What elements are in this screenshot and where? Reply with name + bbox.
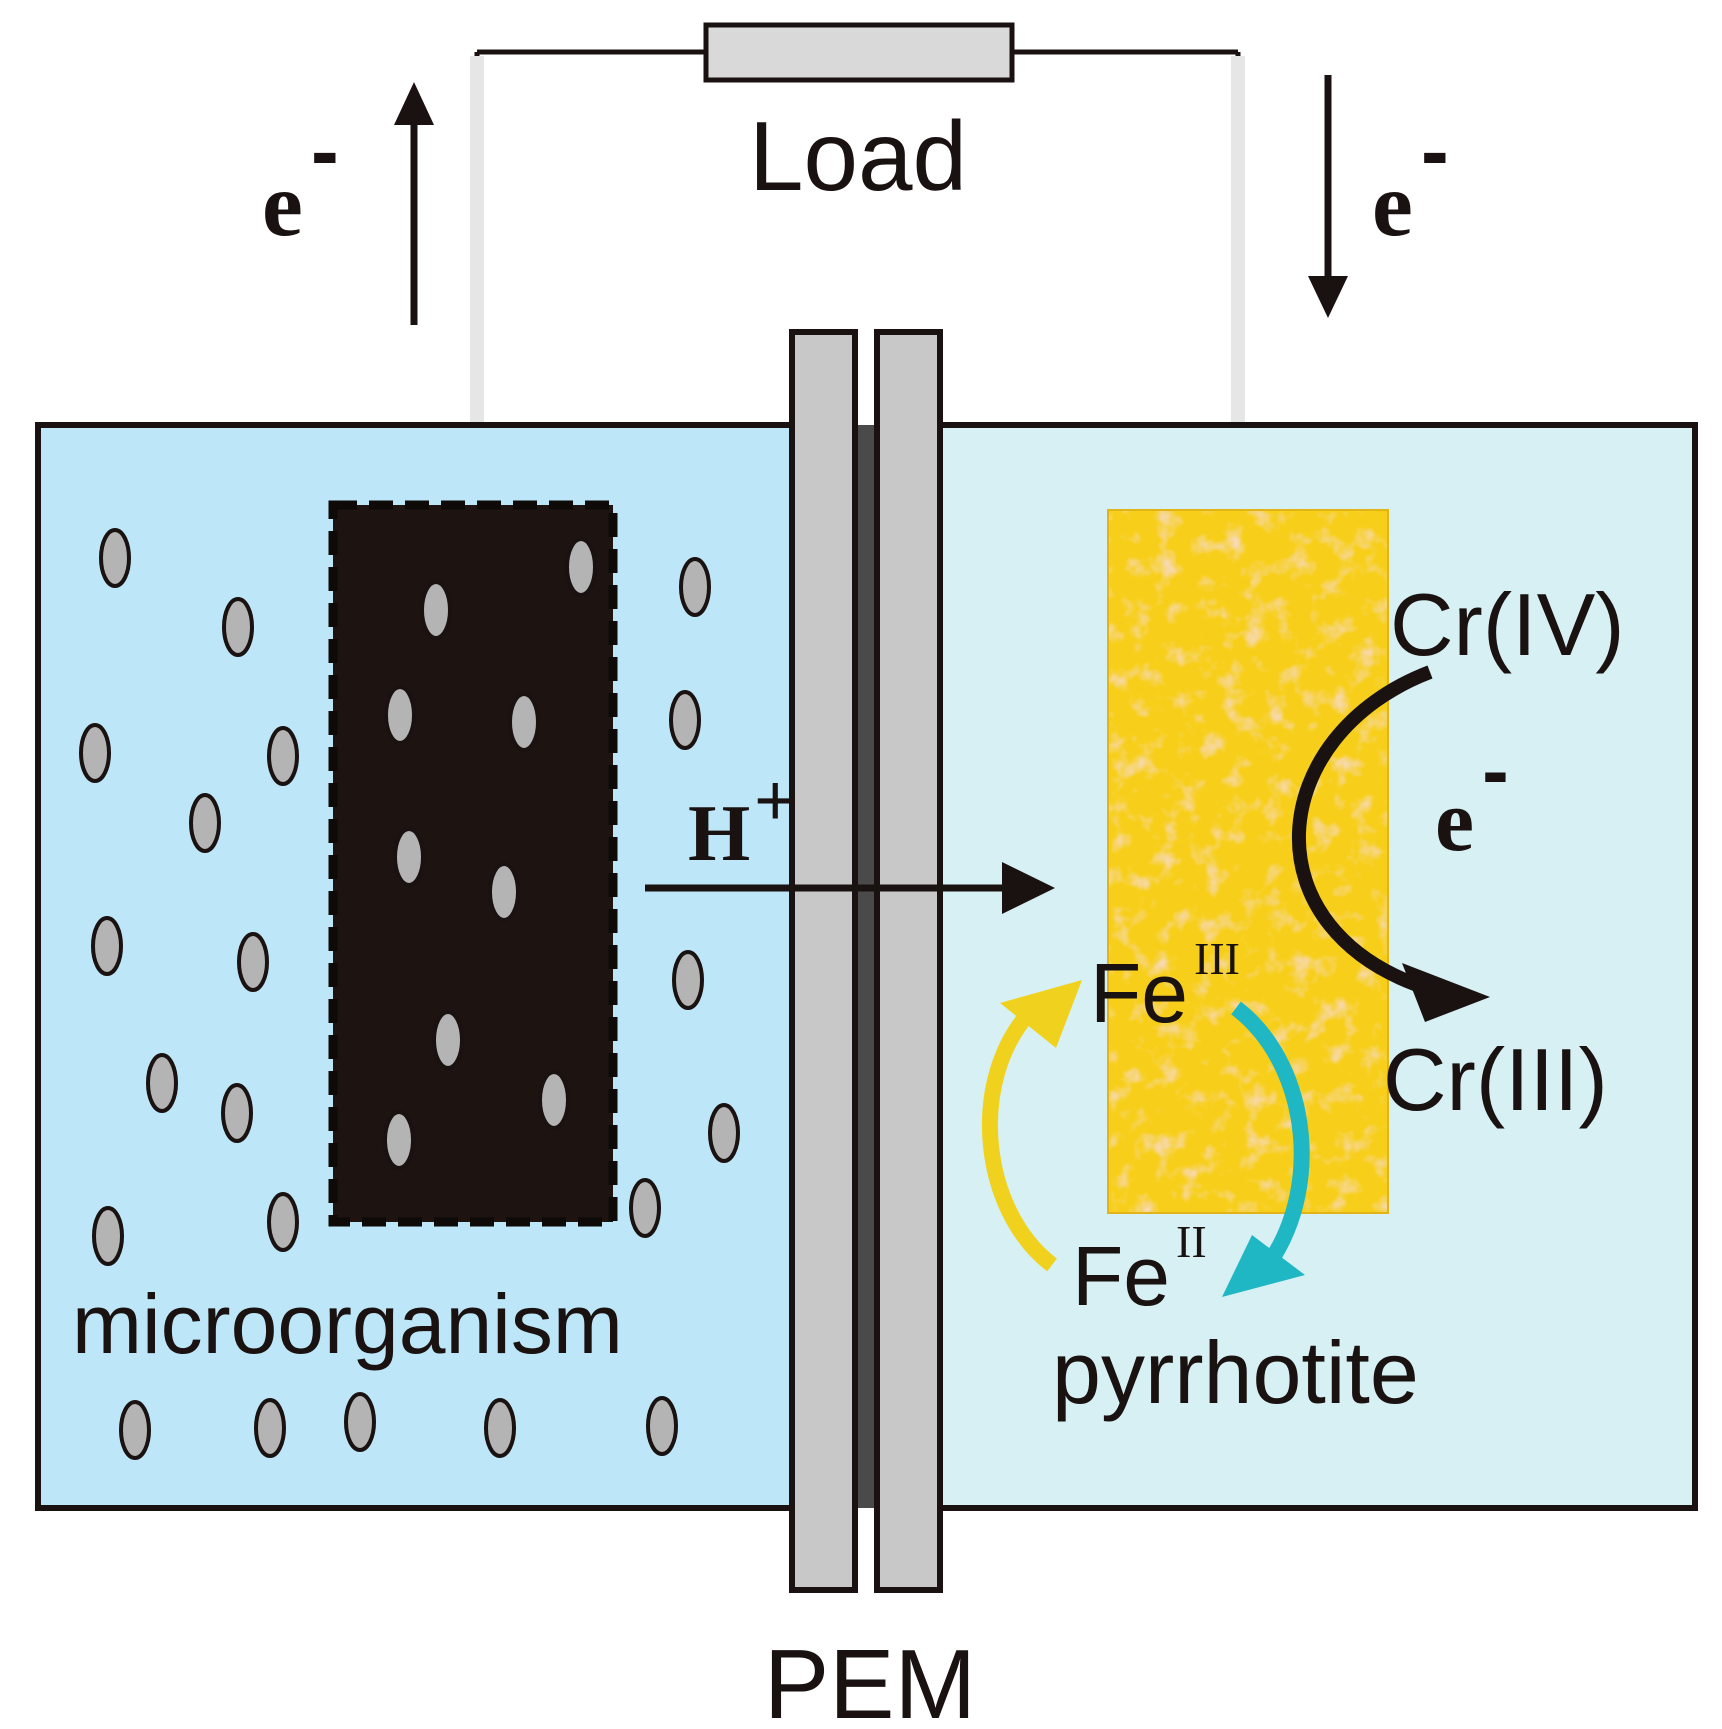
microorganism-cell: [508, 692, 540, 752]
membrane-plate-left: [789, 329, 858, 1593]
microorganism-cell: [383, 1110, 415, 1170]
microorganism-cell: [79, 723, 111, 783]
external-circuit: [470, 22, 1245, 508]
cathode-outline: [1107, 509, 1389, 1214]
microorganism-cell: [267, 726, 299, 786]
electron-flow-up-arrow: [394, 82, 434, 325]
microorganism-cell: [99, 528, 131, 588]
anode-electrode: [328, 500, 618, 1227]
microorganism-cell: [222, 597, 254, 657]
microorganism-cell: [189, 793, 221, 853]
proton-migration-arrow: [645, 862, 1055, 914]
proton-label: H+: [688, 761, 796, 878]
microorganism-cell: [565, 537, 597, 597]
electron-flow-down-arrow: [1308, 75, 1348, 318]
microorganism-label: microorganism: [72, 1277, 623, 1371]
microorganism-cell: [484, 1398, 516, 1458]
microorganism-cell: [679, 557, 711, 617]
microorganism-cell: [119, 1400, 151, 1460]
pyrrhotite-label: pyrrhotite: [1052, 1323, 1419, 1422]
microorganism-cell: [669, 690, 701, 750]
electron-label-cathode: e-: [1435, 726, 1509, 870]
microorganism-cell: [672, 950, 704, 1010]
microorganism-cell: [344, 1392, 376, 1452]
microorganism-cell: [237, 932, 269, 992]
anode-body: [333, 505, 613, 1222]
microorganism-cell: [432, 1010, 464, 1070]
microorganism-cell: [646, 1396, 678, 1456]
cathode-electrode: [1107, 509, 1389, 1214]
electron-label-right: e-: [1372, 104, 1449, 255]
anode-dashed-border: [328, 500, 618, 1227]
microorganism-cell: [146, 1053, 178, 1113]
load-resistor: [703, 22, 1015, 83]
cathode-speckle-texture: [1108, 510, 1388, 1213]
microorganism-cell: [92, 1206, 124, 1266]
cr-iii-label: Cr(III): [1383, 1030, 1608, 1129]
microorganism-cell: [393, 827, 425, 887]
microorganism-cell: [420, 580, 452, 640]
microorganism-cell: [267, 1192, 299, 1252]
chromium-reduction-arrow: [1292, 665, 1490, 1022]
microorganism-cell: [221, 1083, 253, 1143]
membrane-plate-right: [874, 329, 943, 1593]
electron-label-left: e-: [262, 104, 339, 255]
microorganism-cell: [384, 685, 416, 745]
microorganism-particles: [79, 528, 740, 1460]
microorganism-cell: [254, 1398, 286, 1458]
microorganism-cell: [488, 862, 520, 922]
microorganism-cell: [538, 1070, 570, 1130]
proton-exchange-membrane: [789, 329, 943, 1593]
fe-oxidation-arrow: [981, 980, 1082, 1272]
load-label: Load: [749, 101, 967, 211]
cr-iv-label: Cr(IV): [1390, 575, 1625, 674]
fe-reduction-arrow: [1222, 1001, 1310, 1297]
microorganism-cell: [91, 916, 123, 976]
microorganism-cell: [629, 1178, 661, 1238]
microorganism-cell: [708, 1103, 740, 1163]
pem-label: PEM: [764, 1629, 976, 1729]
